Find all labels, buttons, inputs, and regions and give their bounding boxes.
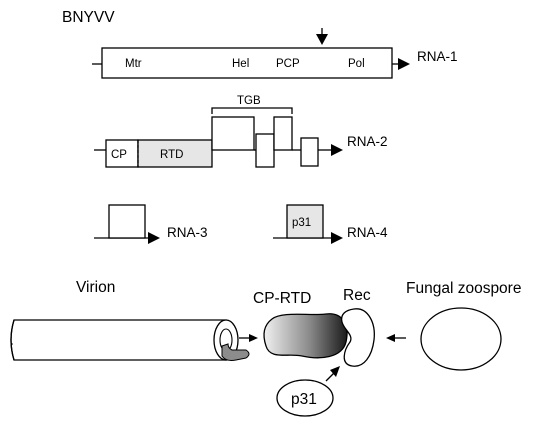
rna2-rtd-label: RTD (160, 149, 183, 161)
rna3-arrowhead (148, 232, 160, 244)
cleavage-site-arrow (316, 34, 328, 45)
tgb-label: TGB (237, 95, 261, 107)
rna1-domain-mtr: Mtr (125, 58, 142, 70)
rna3-orf-box (108, 204, 146, 239)
rna4-p31-box (286, 204, 324, 239)
virion-to-cprtd-arrow (249, 334, 258, 342)
rna4-label: RNA-4 (347, 225, 388, 240)
title: BNYVV (62, 9, 115, 26)
virion-label: Virion (76, 279, 115, 296)
p31-ellipse (276, 379, 334, 417)
rna2-rtd-box (137, 139, 213, 168)
virion-rod (10, 319, 250, 361)
cp-rtd-shape (263, 313, 348, 359)
rna4-arrowhead (331, 232, 343, 244)
rna4-map: p31 RNA-4 (273, 204, 388, 244)
rna3-label: RNA-3 (167, 225, 208, 240)
receptor-shape (340, 308, 375, 367)
p14-box (300, 137, 319, 167)
tgb2-box (255, 133, 275, 168)
virion-rtd-tail (221, 343, 250, 361)
fungal-zoospore-label: Fungal zoospore (406, 280, 521, 297)
rna2-arrowhead (331, 144, 343, 156)
zoospore-to-rec-arrow (386, 334, 395, 342)
rna2-cp-label: CP (111, 149, 127, 161)
tgb3-box (273, 116, 293, 151)
tgb-bracket (211, 107, 293, 114)
rna1-domain-pcp: PCP (276, 58, 300, 70)
rna2-map: CP RTD TGB RNA-2 (94, 95, 388, 168)
rna1-label: RNA-1 (417, 49, 458, 64)
rna4-p31-label: p31 (292, 217, 311, 229)
rna3-map: RNA-3 (94, 204, 208, 244)
rna1-orf-box (101, 47, 393, 79)
fungal-zoospore-shape (420, 307, 502, 371)
rna2-cp-box (105, 139, 139, 168)
rna1-domain-pol: Pol (348, 58, 365, 70)
p31-to-rec-arrow (330, 366, 340, 377)
rna1-arrowhead (398, 58, 410, 70)
rna1-map: Mtr Hel PCP Pol RNA-1 (92, 28, 458, 79)
rna1-domain-hel: Hel (232, 58, 249, 70)
rna2-label: RNA-2 (347, 134, 388, 149)
cp-rtd-label: CP-RTD (253, 290, 311, 307)
tgb1-box (211, 116, 255, 151)
p31-label: p31 (291, 391, 317, 408)
rec-label: Rec (343, 287, 371, 304)
